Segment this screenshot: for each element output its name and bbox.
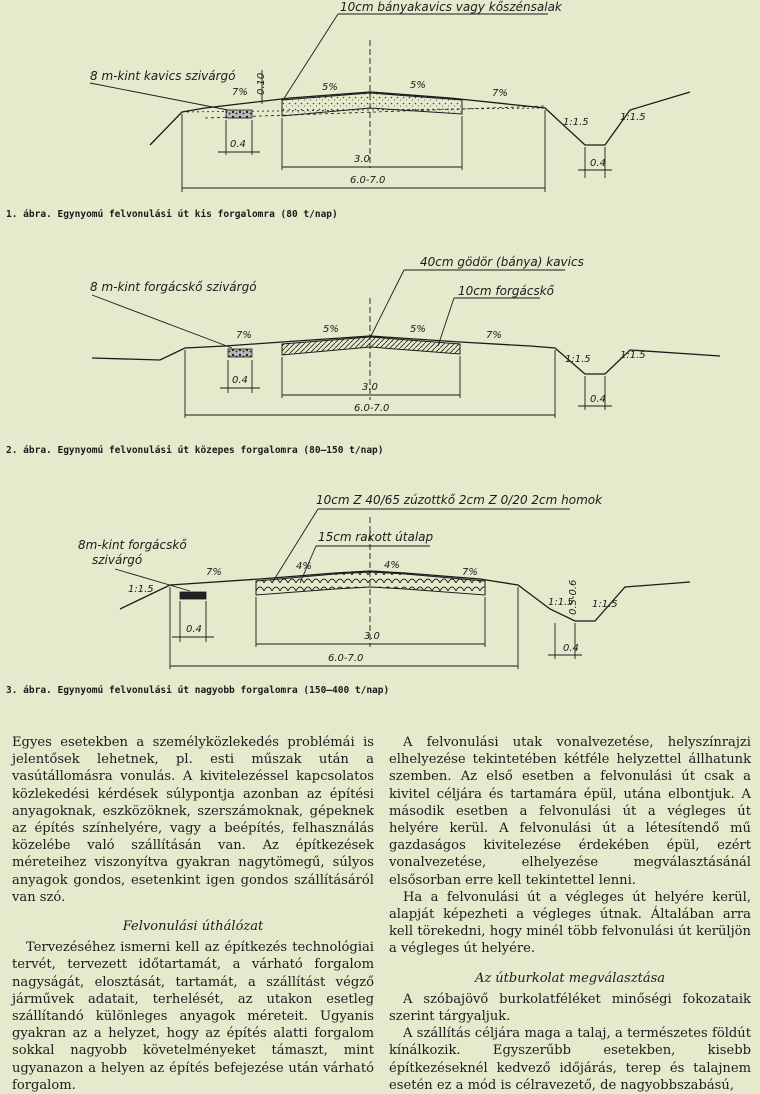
label-slope-ratio-a: 1:1.5 [563,117,589,128]
figure-2: 40cm gödör (bánya) kavics 8 m-kint forgá… [0,248,760,478]
figure-1-caption: 1. ábra. Egynyomú felvonulási út kis for… [6,209,338,220]
label-slope-ratio-a: 1:1.5 [565,354,591,365]
label-slope-left: 7% [206,567,222,578]
label-slope-mid-right: 5% [410,80,426,91]
label-dim-total: 6.0-7.0 [328,653,364,664]
label-chippings: 10cm forgácskő [458,284,554,298]
section-heading: Felvonulási úthálózat [122,919,264,935]
label-slope-right: 7% [462,567,478,578]
figure-2-drawing [91,269,721,418]
label-slope-mid-left: 4% [296,561,312,572]
figure-1-drawing [89,13,691,192]
label-drain-line-1: 8m-kint forgácskő [78,538,187,552]
label-slope-mid-left: 5% [322,82,338,93]
label-slope-mid-left: 5% [323,324,339,335]
paragraph: Ha a felvonulási út a végleges út helyér… [389,889,751,957]
label-dim-ditch: 0.4 [563,643,579,654]
figure-3: 10cm Z 40/65 zúzottkő 2cm Z 0/20 2cm hom… [0,487,760,707]
label-dim-drain: 0.4 [186,624,202,635]
label-dim-total: 6.0-7.0 [354,403,390,414]
section-heading: Az útburkolat megválasztása [474,970,666,986]
label-slope-left: 7% [236,330,252,341]
label-dim-ditch: 0.4 [590,394,606,405]
label-slope-ratio-b: 1:1.5 [548,597,574,608]
label-slope-mid-right: 5% [410,324,426,335]
label-depth: 0.5-0.6 [568,579,579,615]
paragraph: Tervezéséhez ismerni kell az építkezés t… [12,940,374,1093]
paragraph: A szóbajövő burkolatféléket minőségi fok… [389,991,751,1025]
label-slope-right: 7% [492,88,508,99]
label-slope-ratio-b: 1:1.5 [620,350,646,361]
label-drain-line-2: szivárgó [92,553,143,567]
label-dim-pavement: 3.0 [354,154,370,165]
label-slope-left: 7% [232,87,248,98]
left-column: Egyes esetekben a személyközlekedés prob… [12,734,374,1094]
label-slope-mid-right: 4% [384,560,400,571]
paragraph: Egyes esetekben a személyközlekedés prob… [12,735,374,905]
paragraph: A szállítás céljára maga a talaj, a term… [389,1026,751,1093]
label-dim-drain: 0.4 [232,375,248,386]
label-drain: 8 m-kint forgácskő szivárgó [90,280,257,294]
label-dim-ditch: 0.4 [590,158,606,169]
label-slope-ratio-c: 1:1.5 [592,599,618,610]
label-dim-total: 6.0-7.0 [350,175,386,186]
label-thickness: 0.10 [256,72,267,95]
label-dim-pavement: 3.0 [362,382,378,393]
label-slope-ratio-b: 1:1.5 [620,112,646,123]
figure-3-caption: 3. ábra. Egynyomú felvonulási út nagyobb… [6,685,390,696]
label-slope-ratio-a: 1:1.5 [128,584,154,595]
label-surface-layer: 10cm Z 40/65 zúzottkő 2cm Z 0/20 2cm hom… [316,493,603,507]
label-slope-right: 7% [486,330,502,341]
label-drain: 8 m-kint kavics szivárgó [90,69,236,83]
right-column: A felvonulási utak vonalvezetése, helysz… [389,734,751,1094]
label-surface-layer: 40cm gödör (bánya) kavics [420,255,584,269]
label-dim-drain: 0.4 [230,139,246,150]
label-dim-pavement: 3.0 [364,631,380,642]
figure-3-drawing [114,508,691,669]
figure-1: 10cm bányakavics vagy kőszénsalak 8 m-ki… [0,0,760,230]
label-surface-layer: 10cm bányakavics vagy kőszénsalak [340,0,562,14]
figure-2-caption: 2. ábra. Egynyomú felvonulási út közepes… [6,445,384,456]
label-base: 15cm rakott útalap [318,530,434,544]
paragraph: A felvonulási utak vonalvezetése, helysz… [389,735,751,888]
